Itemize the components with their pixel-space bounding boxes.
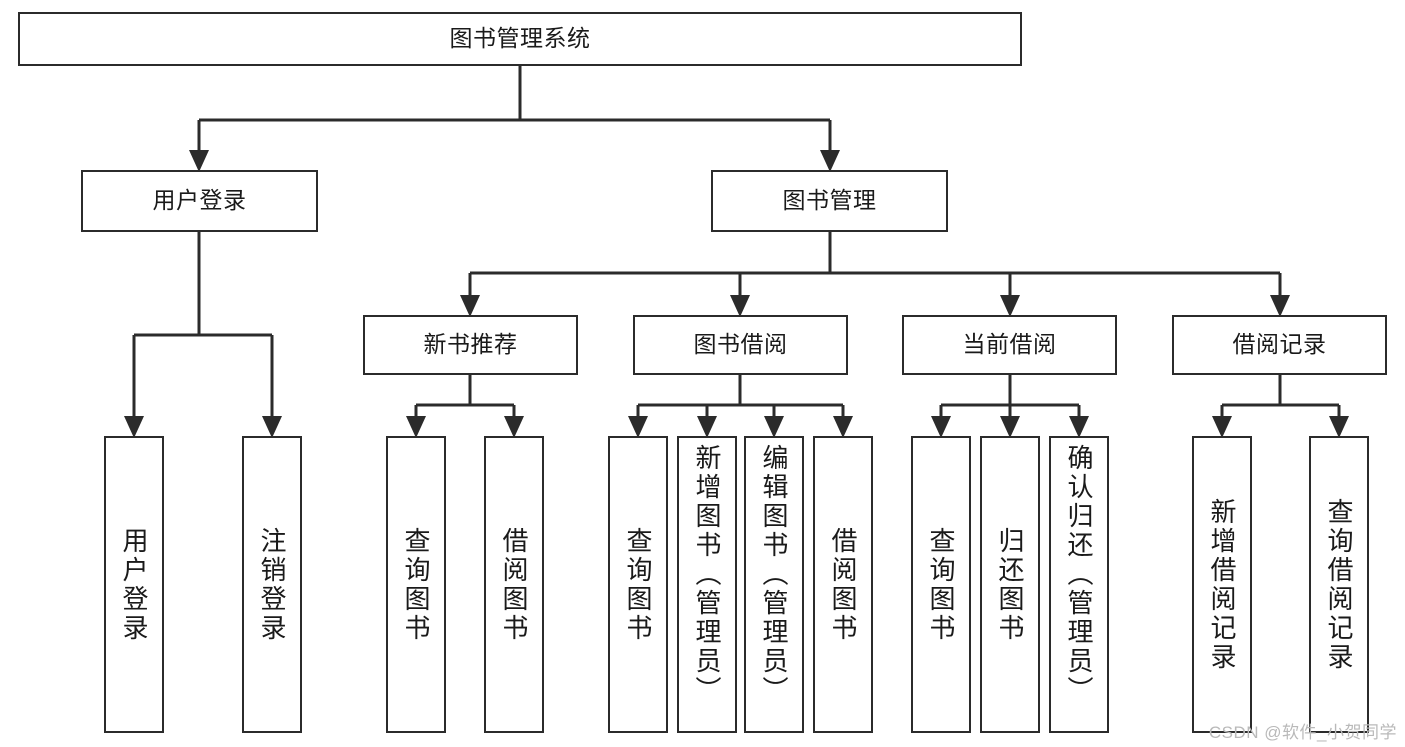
arrow-ul-leaf-2 bbox=[262, 416, 282, 438]
leaf-borrow-book-2[interactable]: 借阅图书 bbox=[813, 436, 873, 733]
node-label: 查询借阅记录 bbox=[1324, 497, 1354, 672]
node-label: 查询图书 bbox=[926, 526, 956, 643]
node-label: 编辑图书（管理员） bbox=[759, 444, 789, 705]
node-label: 注销登录 bbox=[257, 526, 287, 643]
arrow-bb-leaf-4 bbox=[833, 416, 853, 438]
csdn-watermark: CSDN @软件_小贺同学 bbox=[1208, 723, 1397, 742]
node-label: 借阅记录 bbox=[1232, 331, 1327, 358]
arrow-cb-leaf-3 bbox=[1069, 416, 1089, 438]
node-label: 归还图书 bbox=[995, 526, 1025, 643]
leaf-edit-book[interactable]: 编辑图书（管理员） bbox=[744, 436, 804, 733]
leaf-query-book-1[interactable]: 查询图书 bbox=[386, 436, 446, 733]
node-label: 借阅图书 bbox=[499, 526, 529, 643]
leaf-logout-login[interactable]: 注销登录 bbox=[242, 436, 302, 733]
node-label: 确认归还（管理员） bbox=[1064, 444, 1094, 705]
node-user-login[interactable]: 用户登录 bbox=[81, 170, 318, 232]
node-label: 新增图书（管理员） bbox=[692, 444, 722, 705]
arrow-new-book bbox=[460, 295, 480, 317]
arrow-book-manage bbox=[820, 150, 840, 172]
arrow-cb-leaf-2 bbox=[1000, 416, 1020, 438]
arrow-br-leaf-1 bbox=[1212, 416, 1232, 438]
arrow-ul-leaf-1 bbox=[124, 416, 144, 438]
leaf-borrow-book-1[interactable]: 借阅图书 bbox=[484, 436, 544, 733]
node-current-borrow[interactable]: 当前借阅 bbox=[902, 315, 1117, 375]
leaf-add-record[interactable]: 新增借阅记录 bbox=[1192, 436, 1252, 733]
arrow-cb-leaf-1 bbox=[931, 416, 951, 438]
arrow-user-login bbox=[189, 150, 209, 172]
node-label: 图书管理 bbox=[782, 187, 877, 214]
node-borrow-record[interactable]: 借阅记录 bbox=[1172, 315, 1387, 375]
node-label: 用户登录 bbox=[152, 187, 247, 214]
node-label: 新增借阅记录 bbox=[1207, 497, 1237, 672]
leaf-return-book[interactable]: 归还图书 bbox=[980, 436, 1040, 733]
arrow-br-leaf-2 bbox=[1329, 416, 1349, 438]
arrow-borrow-record bbox=[1270, 295, 1290, 317]
arrow-book-borrow bbox=[730, 295, 750, 317]
leaf-query-book-3[interactable]: 查询图书 bbox=[911, 436, 971, 733]
node-new-book-recommend[interactable]: 新书推荐 bbox=[363, 315, 578, 375]
arrow-nb-leaf-1 bbox=[406, 416, 426, 438]
node-label: 借阅图书 bbox=[828, 526, 858, 643]
arrow-current-borrow bbox=[1000, 295, 1020, 317]
node-label: 当前借阅 bbox=[962, 331, 1057, 358]
node-book-borrow[interactable]: 图书借阅 bbox=[633, 315, 848, 375]
leaf-query-book-2[interactable]: 查询图书 bbox=[608, 436, 668, 733]
leaf-user-login[interactable]: 用户登录 bbox=[104, 436, 164, 733]
node-label: 图书管理系统 bbox=[449, 25, 591, 52]
arrow-bb-leaf-1 bbox=[628, 416, 648, 438]
leaf-add-book[interactable]: 新增图书（管理员） bbox=[677, 436, 737, 733]
arrow-bb-leaf-2 bbox=[697, 416, 717, 438]
leaf-confirm-return[interactable]: 确认归还（管理员） bbox=[1049, 436, 1109, 733]
node-root-book-management-system[interactable]: 图书管理系统 bbox=[18, 12, 1022, 66]
arrow-nb-leaf-2 bbox=[504, 416, 524, 438]
node-label: 用户登录 bbox=[119, 526, 149, 643]
node-book-manage[interactable]: 图书管理 bbox=[711, 170, 948, 232]
node-label: 图书借阅 bbox=[693, 331, 788, 358]
node-label: 查询图书 bbox=[623, 526, 653, 643]
node-label: 查询图书 bbox=[401, 526, 431, 643]
leaf-query-record[interactable]: 查询借阅记录 bbox=[1309, 436, 1369, 733]
node-label: 新书推荐 bbox=[423, 331, 518, 358]
arrow-bb-leaf-3 bbox=[764, 416, 784, 438]
